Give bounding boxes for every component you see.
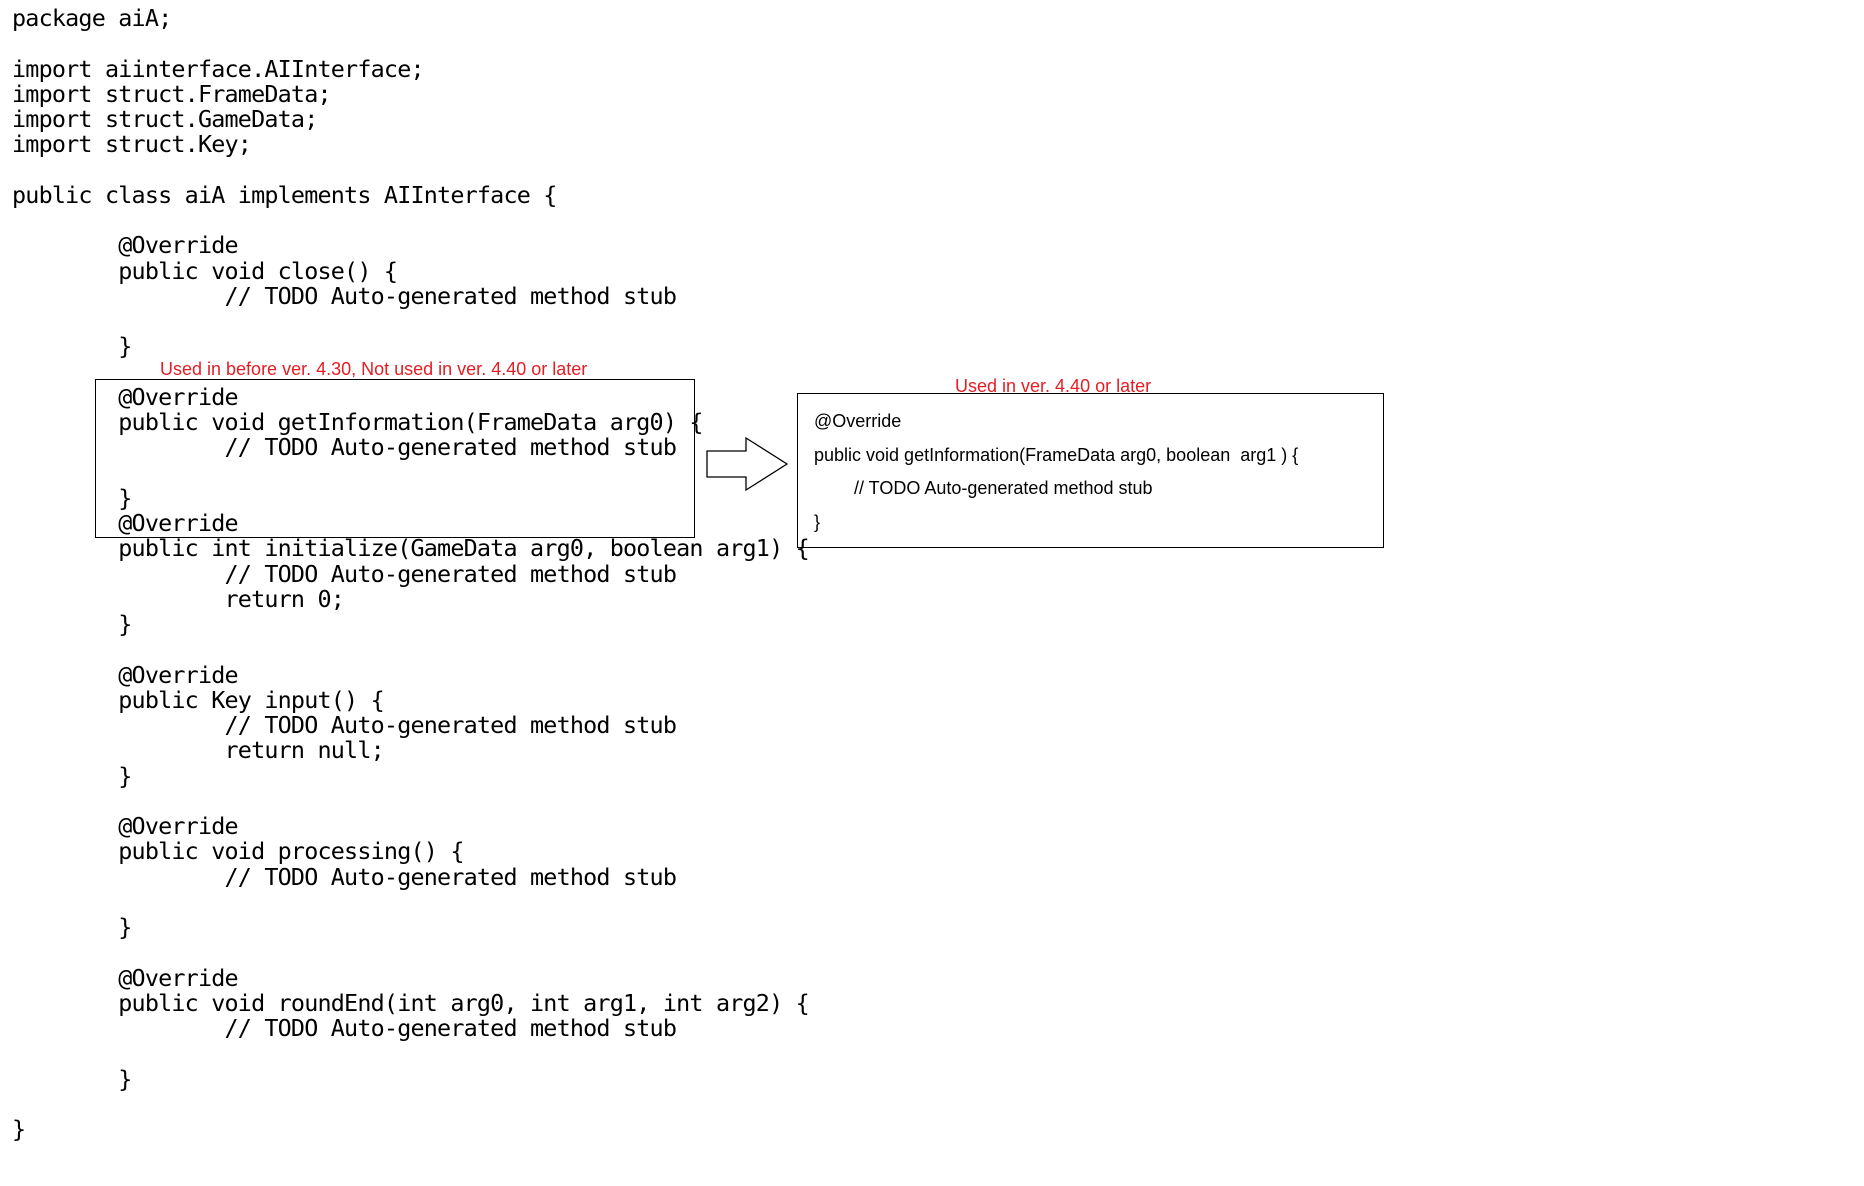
code-line: // TODO Auto-generated method stub (12, 862, 677, 891)
code-line: @Override (12, 231, 238, 260)
code-line: public void getInformation(FrameData arg… (12, 408, 703, 436)
new-code-line: } (814, 511, 821, 532)
new-method-label: Used in ver. 4.40 or later (955, 376, 1152, 396)
new-method-box: @Override public void getInformation(Fram… (797, 393, 1384, 548)
code-line (12, 1041, 809, 1066)
code-line: public void processing() { (12, 837, 464, 866)
code-line: } (12, 913, 132, 941)
code-line (12, 1092, 809, 1117)
code-line (12, 31, 809, 56)
deprecated-method-label: Used in before ver. 4.30, Not used in ve… (160, 359, 588, 379)
code-line: // TODO Auto-generated method stub (12, 711, 677, 739)
code-line (12, 158, 809, 183)
code-line: import struct.GameData; (12, 105, 318, 133)
code-line (12, 208, 809, 233)
code-line: @Override (12, 812, 238, 840)
code-line: // TODO Auto-generated method stub (12, 433, 677, 462)
code-line: import struct.FrameData; (12, 79, 332, 108)
main-code-listing: package aiA; import aiinterface.AIInterf… (12, 4, 810, 1143)
code-line: public void roundEnd(int arg0, int arg1,… (12, 988, 810, 1017)
code-line: public class aiA implements AIInterface … (12, 180, 557, 209)
code-line: public Key input() { (12, 685, 384, 714)
code-line: } (12, 610, 132, 638)
code-line: return 0; (12, 584, 345, 613)
code-line (12, 789, 809, 814)
code-line: return null; (12, 736, 385, 765)
deprecated-method-box (95, 379, 695, 538)
code-line: package aiA; (12, 4, 172, 32)
code-line (12, 890, 809, 915)
code-line: public int initialize(GameData arg0, boo… (12, 534, 810, 563)
code-line: @Override (12, 660, 238, 689)
code-line (12, 637, 809, 662)
code-line: } (12, 483, 132, 512)
code-line: import struct.Key; (12, 130, 252, 159)
code-line (12, 309, 809, 334)
code-line: } (12, 1064, 132, 1093)
code-line: @Override (12, 382, 238, 411)
new-method-code: @Override public void getInformation(Fram… (814, 405, 1298, 539)
new-code-line: public void getInformation(FrameData arg… (814, 444, 1299, 465)
code-line: // TODO Auto-generated method stub (12, 559, 677, 588)
code-line: @Override (12, 509, 238, 537)
code-line: @Override (12, 963, 238, 992)
right-arrow-outline-icon (706, 436, 789, 492)
code-line: } (12, 332, 132, 361)
code-line (12, 940, 809, 965)
code-line: } (12, 761, 132, 790)
code-line: // TODO Auto-generated method stub (12, 281, 677, 310)
code-line: // TODO Auto-generated method stub (12, 1014, 677, 1042)
code-line: public void close() { (12, 256, 398, 285)
new-code-line: @Override (814, 411, 902, 431)
code-line: } (12, 1115, 26, 1143)
code-line: import aiinterface.AIInterface; (12, 54, 425, 83)
new-code-line: // TODO Auto-generated method stub (814, 478, 1153, 498)
